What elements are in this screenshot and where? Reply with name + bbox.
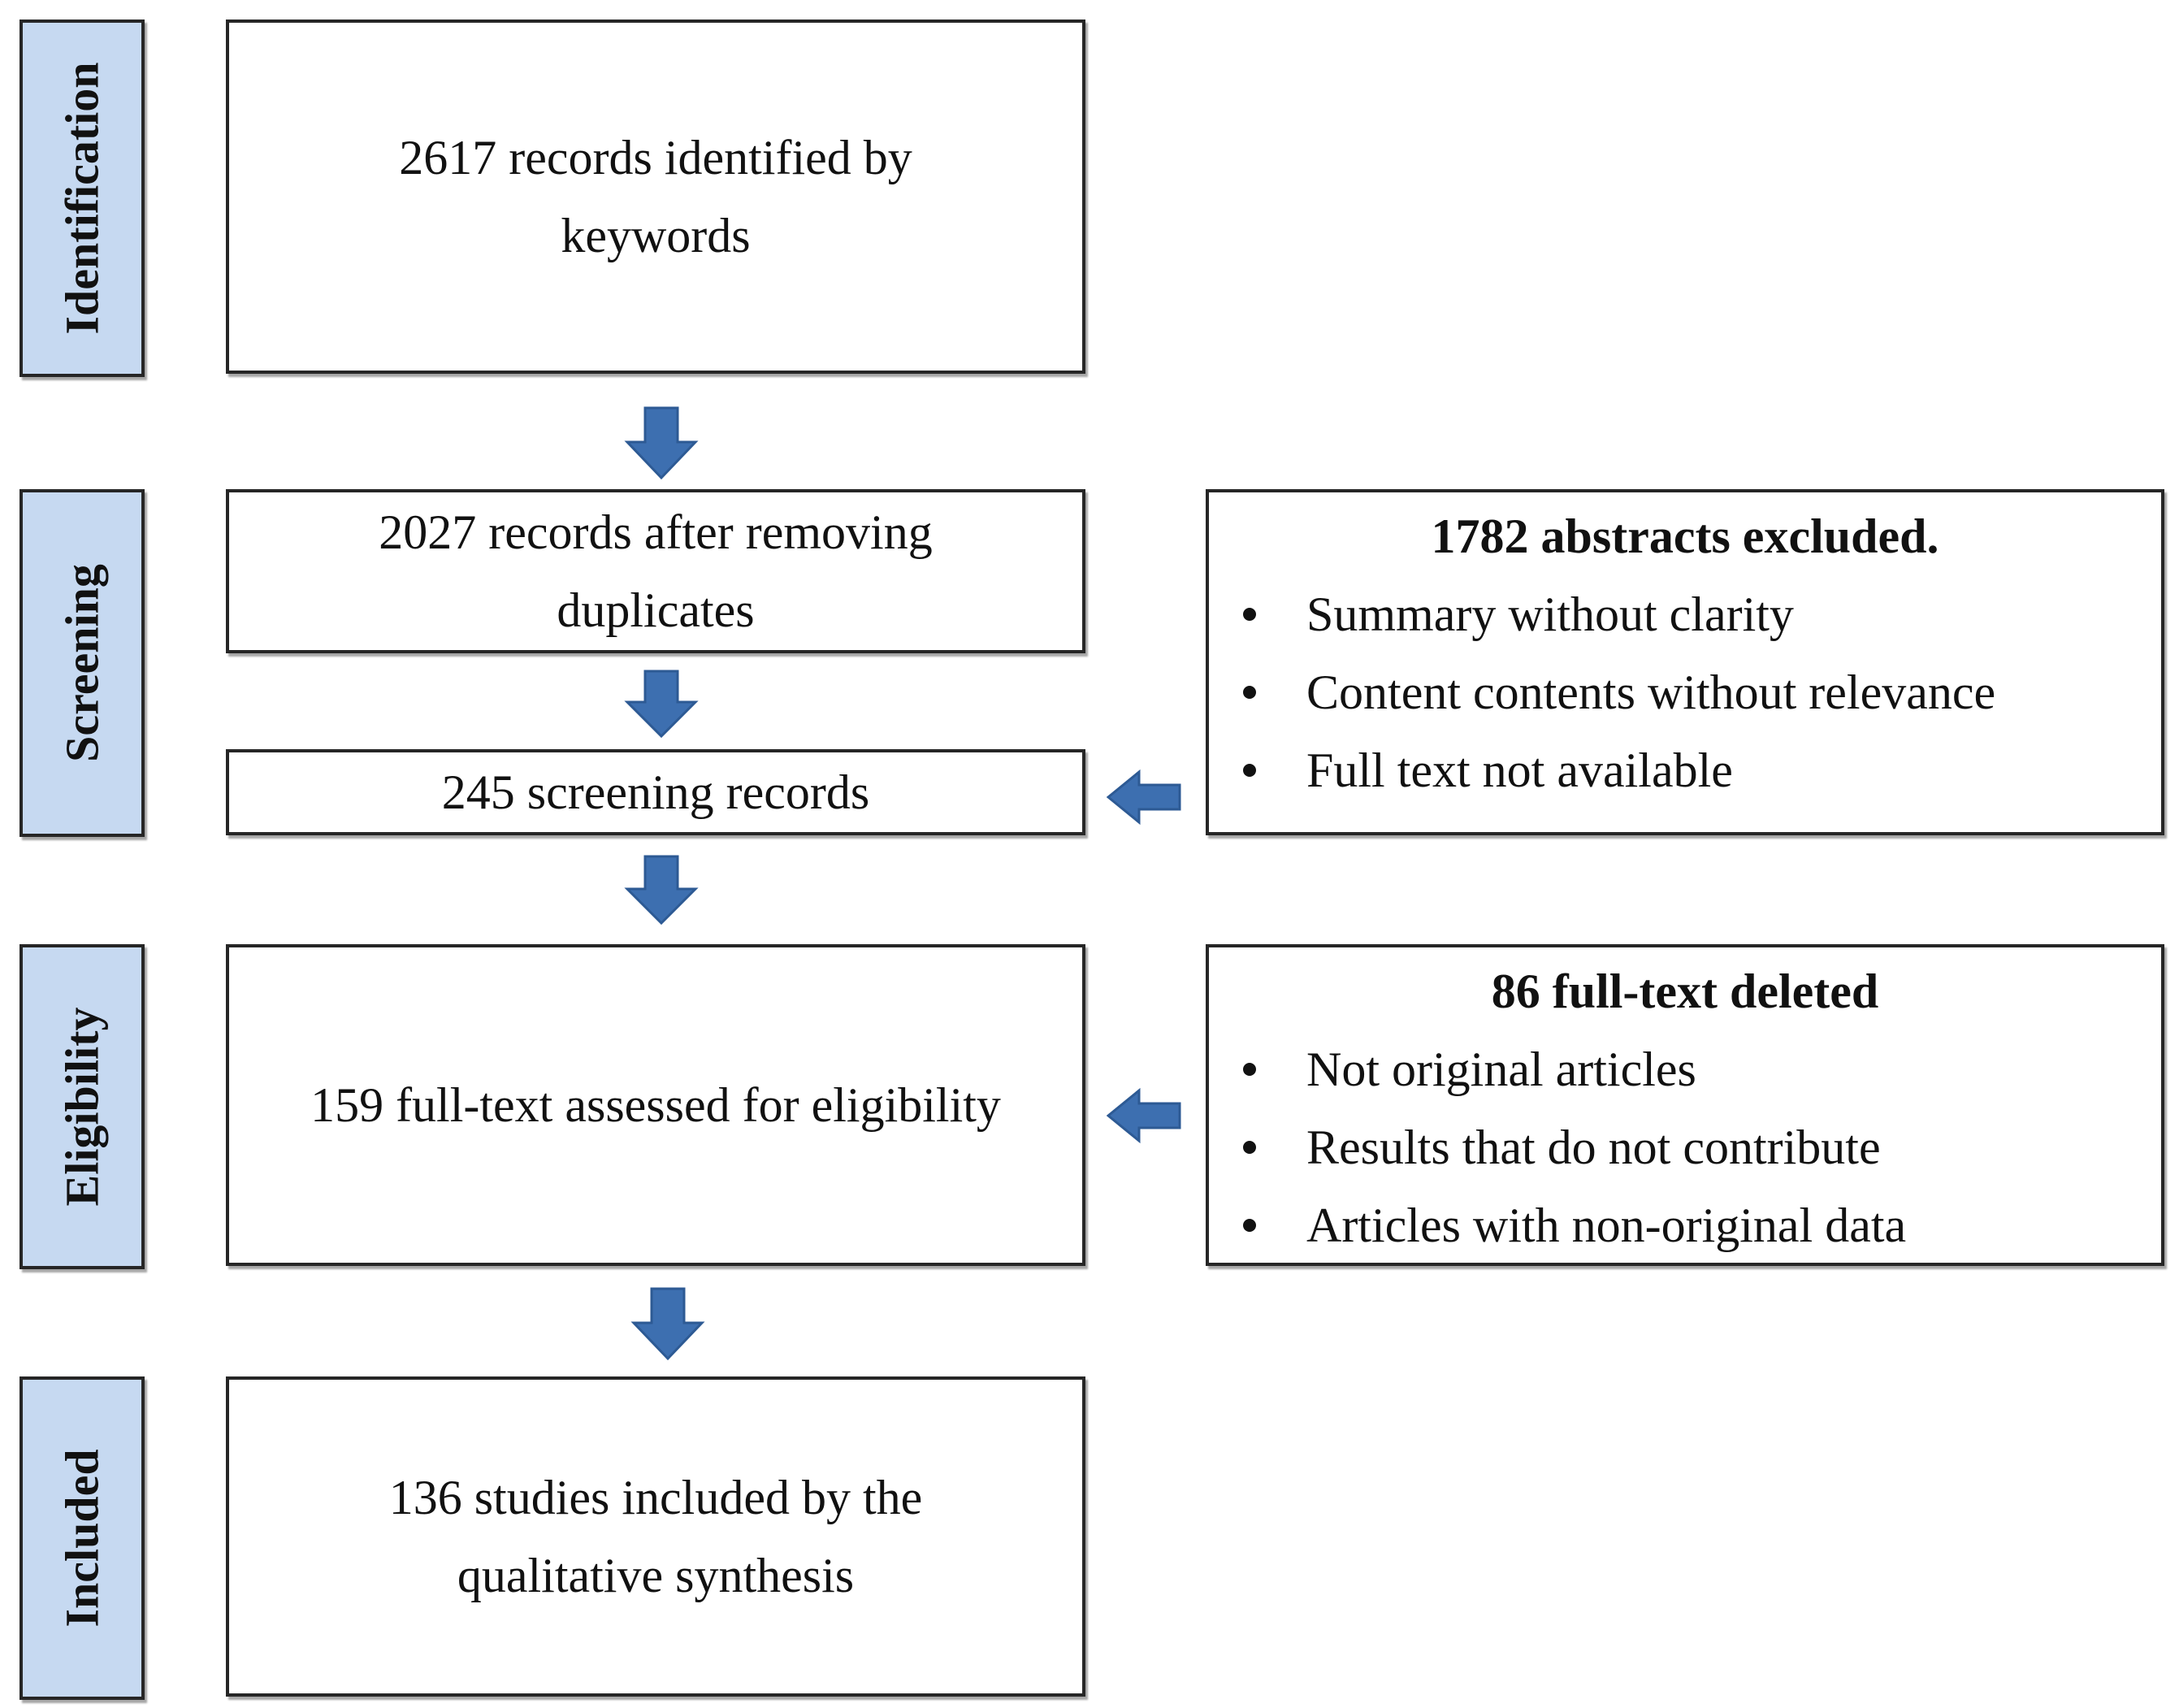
- studies-included-box: 136 studies included by the qualitative …: [226, 1376, 1085, 1697]
- fulltext-deleted-title: 86 full-text deleted: [1491, 965, 1879, 1018]
- list-item-text: Not original articles: [1306, 1043, 1696, 1096]
- records-identified-box: 2617 records identified by keywords: [226, 20, 1085, 374]
- list-item: Full text not available: [1243, 731, 2161, 809]
- list-item: Results that do not contribute: [1243, 1108, 2161, 1186]
- stage-screening: Screening: [19, 489, 145, 837]
- fulltext-assessed-box: 159 full-text assessed for eligibility: [226, 944, 1085, 1266]
- abstracts-excluded-list: Summary without clarity Content contents…: [1209, 575, 2161, 809]
- records-identified-line-1: 2617 records identified by: [399, 131, 912, 184]
- bullet-icon: [1243, 608, 1256, 621]
- list-item-text: Results that do not contribute: [1306, 1121, 1881, 1174]
- stage-identification-label: Identification: [55, 62, 109, 335]
- fulltext-deleted-list: Not original articles Results that do no…: [1209, 1030, 2161, 1264]
- stage-included: Included: [19, 1376, 145, 1700]
- arrow-down-icon: [624, 406, 699, 480]
- bullet-icon: [1243, 1063, 1256, 1076]
- fulltext-assessed-text: 159 full-text assessed for eligibility: [310, 1078, 1001, 1132]
- bullet-icon: [1243, 1141, 1256, 1154]
- stage-identification: Identification: [19, 20, 145, 377]
- abstracts-excluded-box: 1782 abstracts excluded. Summary without…: [1206, 489, 2164, 835]
- arrow-down-icon: [630, 1287, 705, 1361]
- stage-eligibility-label: Eligibility: [55, 1007, 109, 1207]
- arrow-down-icon: [624, 670, 699, 739]
- screening-records-text: 245 screening records: [441, 765, 870, 819]
- arrow-left-icon: [1107, 769, 1181, 826]
- arrow-left-icon: [1107, 1087, 1181, 1144]
- list-item-text: Content contents without relevance: [1306, 665, 1996, 719]
- list-item: Summary without clarity: [1243, 575, 2161, 653]
- records-after-duplicates-box: 2027 records after removing duplicates: [226, 489, 1085, 653]
- arrow-down-icon: [624, 855, 699, 926]
- list-item: Not original articles: [1243, 1030, 2161, 1108]
- stage-included-label: Included: [55, 1449, 109, 1628]
- bullet-icon: [1243, 686, 1256, 699]
- list-item: Content contents without relevance: [1243, 653, 2161, 731]
- stage-eligibility: Eligibility: [19, 944, 145, 1269]
- bullet-icon: [1243, 764, 1256, 777]
- list-item-text: Summary without clarity: [1306, 587, 1794, 641]
- studies-included-line-1: 136 studies included by the: [388, 1471, 923, 1524]
- list-item: Articles with non-original data: [1243, 1186, 2161, 1264]
- abstracts-excluded-title: 1782 abstracts excluded.: [1431, 509, 1939, 563]
- stage-screening-label: Screening: [55, 564, 109, 762]
- studies-included-line-2: qualitative synthesis: [457, 1549, 855, 1602]
- bullet-icon: [1243, 1219, 1256, 1232]
- after-duplicates-line-2: duplicates: [557, 583, 755, 637]
- after-duplicates-line-1: 2027 records after removing: [379, 505, 933, 559]
- list-item-text: Articles with non-original data: [1306, 1199, 1907, 1252]
- screening-records-box: 245 screening records: [226, 749, 1085, 835]
- records-identified-line-2: keywords: [561, 209, 751, 262]
- list-item-text: Full text not available: [1306, 743, 1733, 797]
- fulltext-deleted-box: 86 full-text deleted Not original articl…: [1206, 944, 2164, 1266]
